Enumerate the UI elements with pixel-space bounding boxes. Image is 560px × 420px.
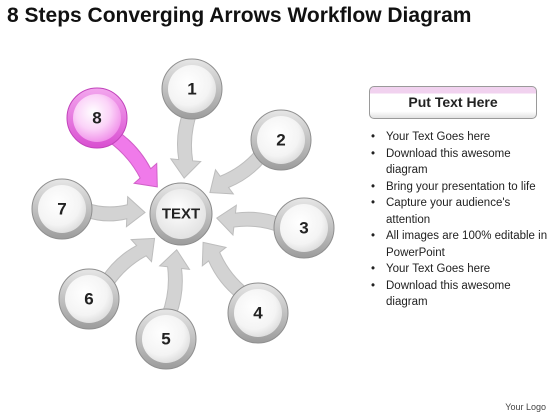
bullet-item: All images are 100% editable in PowerPoi… (369, 228, 549, 261)
center-node: TEXT (149, 182, 213, 246)
step-number-5: 5 (161, 330, 170, 349)
page-title: 8 Steps Converging Arrows Workflow Diagr… (7, 4, 472, 27)
arrow-step-5 (158, 248, 191, 317)
bullet-item: Your Text Goes here (369, 129, 549, 146)
step-node-4: 4 (227, 282, 289, 344)
bullet-item: Capture your audience's attention (369, 195, 549, 228)
arrow-step-2 (209, 147, 267, 195)
step-number-7: 7 (57, 200, 66, 219)
step-node-6: 6 (58, 268, 120, 330)
step-number-3: 3 (299, 219, 308, 238)
step-number-6: 6 (84, 290, 93, 309)
step-number-2: 2 (276, 131, 285, 150)
arrow-step-4 (201, 241, 250, 299)
step-node-8: 8 (66, 87, 128, 149)
bullet-item: Download this awesome diagram (369, 278, 549, 311)
put-text-here-header: Put Text Here (369, 86, 537, 119)
center-label: TEXT (162, 206, 200, 223)
footer-logo-text: Your Logo (505, 402, 546, 412)
bullet-item: Your Text Goes here (369, 261, 549, 278)
arrow-step-6 (101, 237, 156, 289)
put-text-here-label: Put Text Here (408, 94, 498, 110)
step-number-1: 1 (187, 80, 196, 99)
arrow-step-8 (106, 130, 158, 188)
step-node-5: 5 (135, 308, 197, 370)
step-number-8: 8 (92, 109, 101, 128)
bullet-list: Your Text Goes here Download this awesom… (369, 129, 549, 311)
bullet-item: Download this awesome diagram (369, 146, 549, 179)
step-node-2: 2 (250, 109, 312, 171)
step-node-3: 3 (273, 197, 335, 259)
step-number-4: 4 (253, 304, 263, 323)
arrow-step-1 (169, 111, 202, 179)
step-node-7: 7 (31, 178, 93, 240)
arrow-step-3 (215, 204, 282, 237)
arrow-step-7 (85, 195, 146, 228)
bullet-item: Bring your presentation to life (369, 179, 549, 196)
step-node-1: 1 (161, 58, 223, 120)
